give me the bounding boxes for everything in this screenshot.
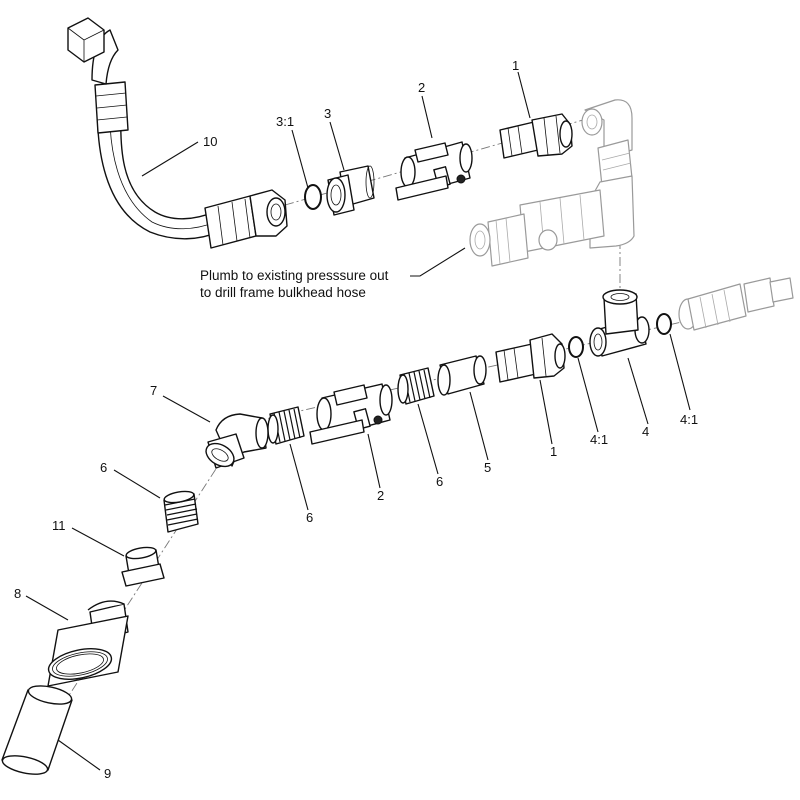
callout-11: 11 [52, 518, 66, 533]
bushing-part-11 [121, 546, 165, 587]
callout-7: 7 [150, 383, 157, 398]
coupling-part-8 [47, 600, 129, 687]
sleeve-part-9 [1, 685, 73, 775]
callout-6-mid: 6 [306, 510, 313, 525]
fitting-part-1-top [499, 113, 573, 159]
ball-valve-part-2-mid [309, 383, 393, 445]
nipple-part-6-right [397, 367, 435, 405]
plumbing-note: Plumb to existing presssure out to drill… [200, 268, 389, 300]
note-line-1: Plumb to existing presssure out [200, 268, 389, 283]
callout-6-right: 6 [436, 474, 443, 489]
callout-6-left: 6 [100, 460, 107, 475]
callout-4-1-left: 4:1 [590, 432, 608, 447]
o-ring-3-1 [304, 184, 322, 210]
callout-3: 3 [324, 106, 331, 121]
ball-valve-part-2-top [395, 141, 473, 201]
note-line-2: to drill frame bulkhead hose [200, 285, 366, 300]
callout-1-mid: 1 [550, 444, 557, 459]
callout-labels: 10 3:1 3 2 1 7 6 11 8 9 6 2 6 5 1 4:1 4 … [14, 58, 698, 781]
elbow-part-7 [205, 413, 269, 469]
leader-lines [25, 71, 691, 771]
callout-2-mid: 2 [377, 488, 384, 503]
callout-5: 5 [484, 460, 491, 475]
callout-4: 4 [642, 424, 649, 439]
tee-part-4 [589, 289, 650, 357]
existing-elbow-assembly [469, 99, 635, 267]
fitting-part-1-mid [495, 333, 566, 383]
callout-4-1-right: 4:1 [680, 412, 698, 427]
nipple-part-6-mid [267, 406, 305, 445]
sleeve-part-5 [437, 355, 487, 396]
callout-8: 8 [14, 586, 21, 601]
callout-9: 9 [104, 766, 111, 781]
callout-3-1: 3:1 [276, 114, 294, 129]
existing-quick-coupler [678, 277, 794, 331]
hose-part-10 [67, 17, 288, 249]
nipple-part-6-left [163, 490, 199, 533]
o-rings-4-1 [568, 313, 672, 358]
callout-10: 10 [203, 134, 217, 149]
callout-2-top: 2 [418, 80, 425, 95]
adapter-part-3 [326, 165, 375, 216]
callout-1-top: 1 [512, 58, 519, 73]
